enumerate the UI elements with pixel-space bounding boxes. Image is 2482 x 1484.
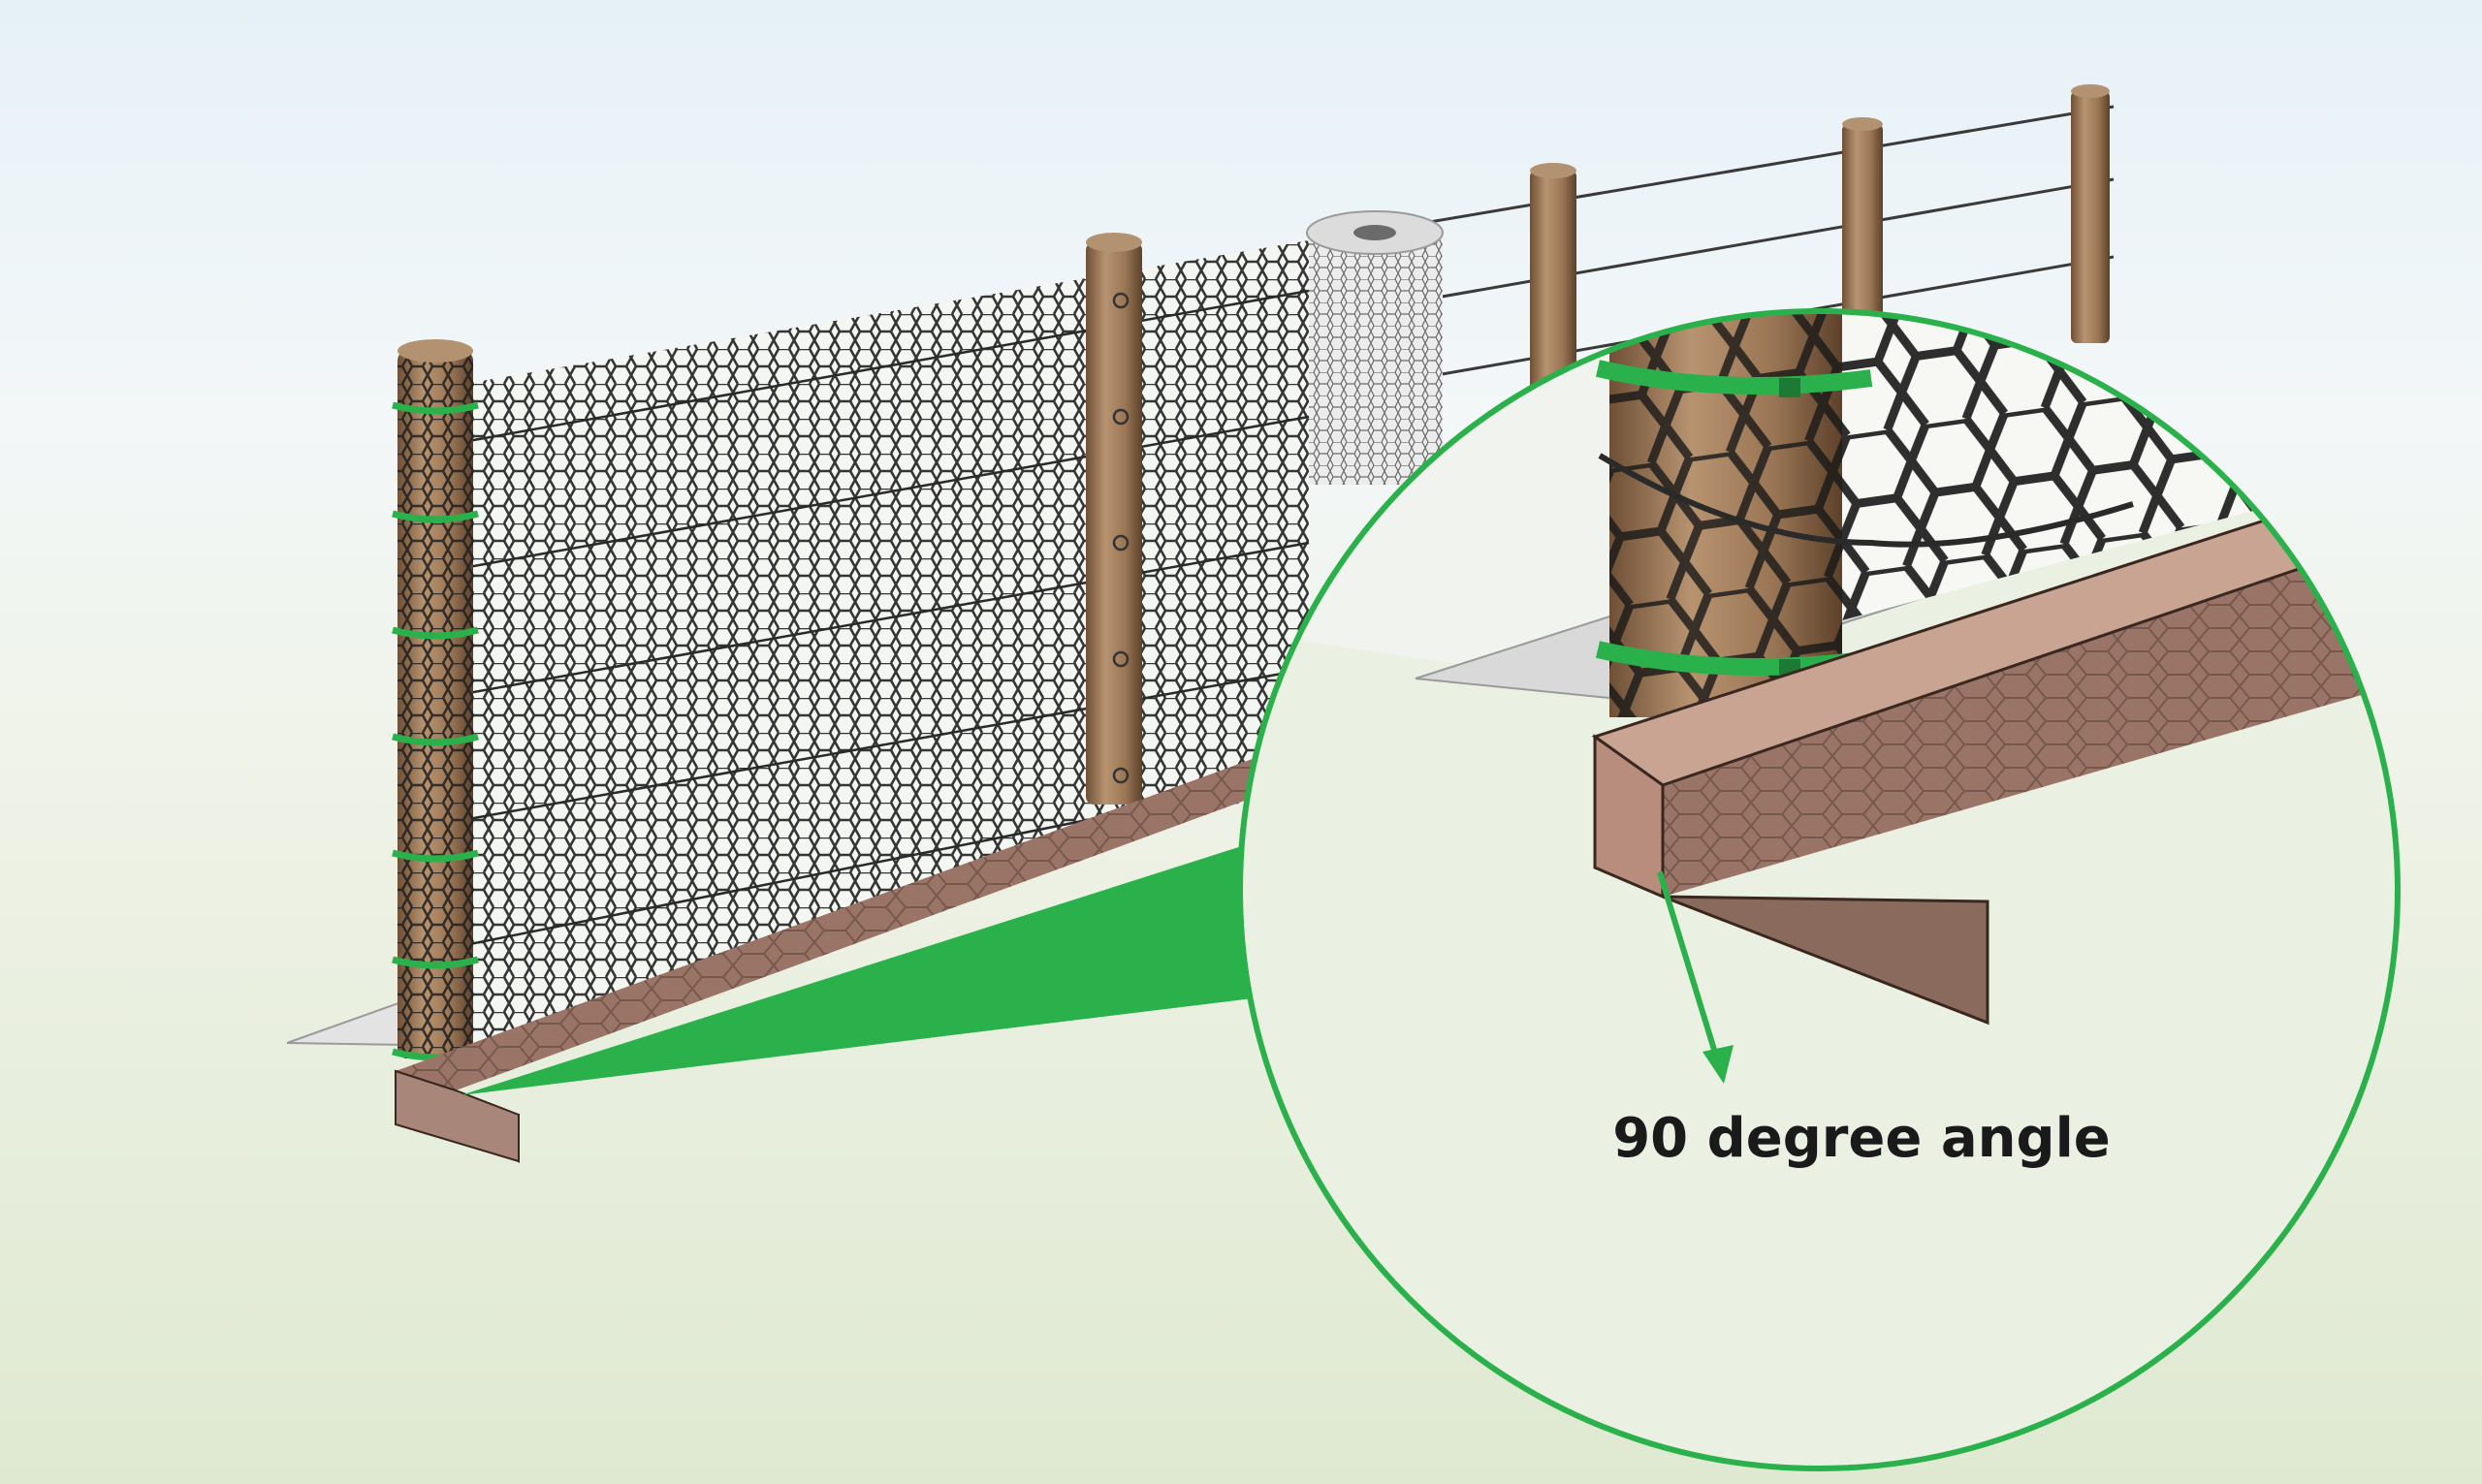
left-post xyxy=(393,339,478,1058)
middle-post xyxy=(1086,233,1142,805)
angle-label: 90 degree angle xyxy=(1571,1107,2152,1170)
netting-roll xyxy=(1307,211,1443,485)
